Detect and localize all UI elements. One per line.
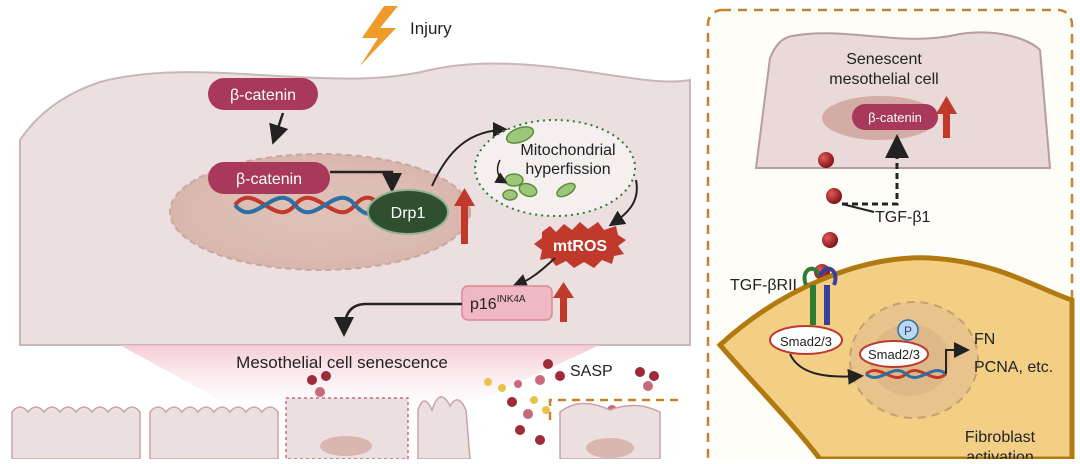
- beta-catenin-right-pill: [852, 104, 938, 130]
- senescent-label-line2: mesothelial cell: [829, 71, 938, 88]
- arrow-to-p16: [511, 257, 556, 289]
- senescence-glow: [120, 345, 600, 400]
- arrow-to-mito: [431, 122, 509, 187]
- beta-catenin-nucleus-label: β-catenin: [236, 171, 302, 188]
- mtros-label: mtROS: [553, 238, 608, 255]
- drp1-label: Drp1: [391, 205, 426, 222]
- smad-membrane-label: Smad2/3: [780, 334, 832, 349]
- beta-catenin-top-label: β-catenin: [230, 87, 296, 104]
- phospho-badge: [897, 319, 919, 341]
- mtros-burst: [534, 222, 626, 268]
- drp1-up-arrow-icon: [454, 188, 475, 244]
- injury-label: Injury: [410, 19, 452, 38]
- fibroblast-dna: [865, 369, 947, 379]
- fn-label: FN: [974, 331, 995, 348]
- mitochondria-icon: [502, 126, 576, 201]
- tgf-bRII-label: TGF-βRII: [730, 277, 797, 294]
- pcna-label: PCNA, etc.: [974, 359, 1053, 376]
- tgf-b1-label: TGF-β1: [875, 209, 931, 226]
- fibroblast-label-line2: activation: [966, 449, 1034, 459]
- mito-label-line2: hyperfission: [525, 161, 610, 178]
- p16-label: p16INK4A: [470, 294, 526, 313]
- fibroblast-label-line1: Fibroblast: [965, 429, 1036, 446]
- arrow-to-mtros: [608, 179, 638, 227]
- arrow-bcat-down: [269, 112, 289, 145]
- drp1-oval: [367, 189, 449, 235]
- sasp-label: SASP: [570, 363, 613, 380]
- senescence-label: Mesothelial cell senescence: [236, 353, 448, 372]
- arrow-to-senescence: [334, 302, 462, 337]
- smad-membrane-oval: [769, 325, 843, 355]
- arrow-tgf-feedback: [842, 134, 909, 206]
- arrow-smad-translocate: [789, 353, 864, 385]
- p16-up-arrow-icon: [553, 282, 574, 322]
- beta-catenin-right-label: β-catenin: [868, 110, 922, 125]
- smad-nucleus-oval: [859, 340, 929, 368]
- tissue-row: [11, 396, 680, 460]
- arrow-transcription: [330, 170, 402, 193]
- mito-label-line1: Mitochondrial: [520, 142, 615, 159]
- beta-catenin-top-pill: [208, 78, 318, 110]
- smad-nucleus-label: Smad2/3: [868, 347, 920, 362]
- senescent-label-line1: Senescent: [846, 51, 922, 68]
- beta-catenin-nucleus-pill: [208, 162, 330, 194]
- right-up-arrow-icon: [936, 96, 957, 138]
- injury-bolt-icon: [360, 6, 398, 66]
- tgf-bRII-receptor-icon: [802, 266, 838, 325]
- arrow-fn-pcna: [945, 342, 970, 374]
- phospho-label: P: [904, 324, 912, 338]
